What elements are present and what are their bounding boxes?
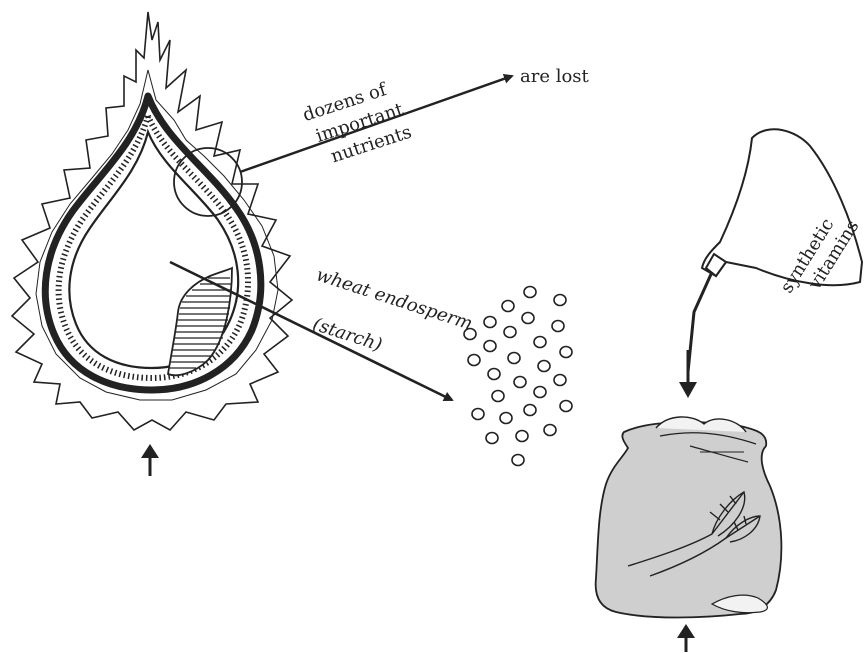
lost-label: are lost — [520, 66, 590, 87]
vitamin-pour-stream — [688, 272, 712, 372]
pour-down-arrow — [679, 350, 697, 398]
kernel-up-arrow — [141, 444, 159, 476]
wheat-kernel — [12, 12, 292, 430]
flour-sack — [596, 417, 782, 618]
starch-granules — [464, 287, 572, 466]
sack-up-arrow — [677, 624, 695, 652]
